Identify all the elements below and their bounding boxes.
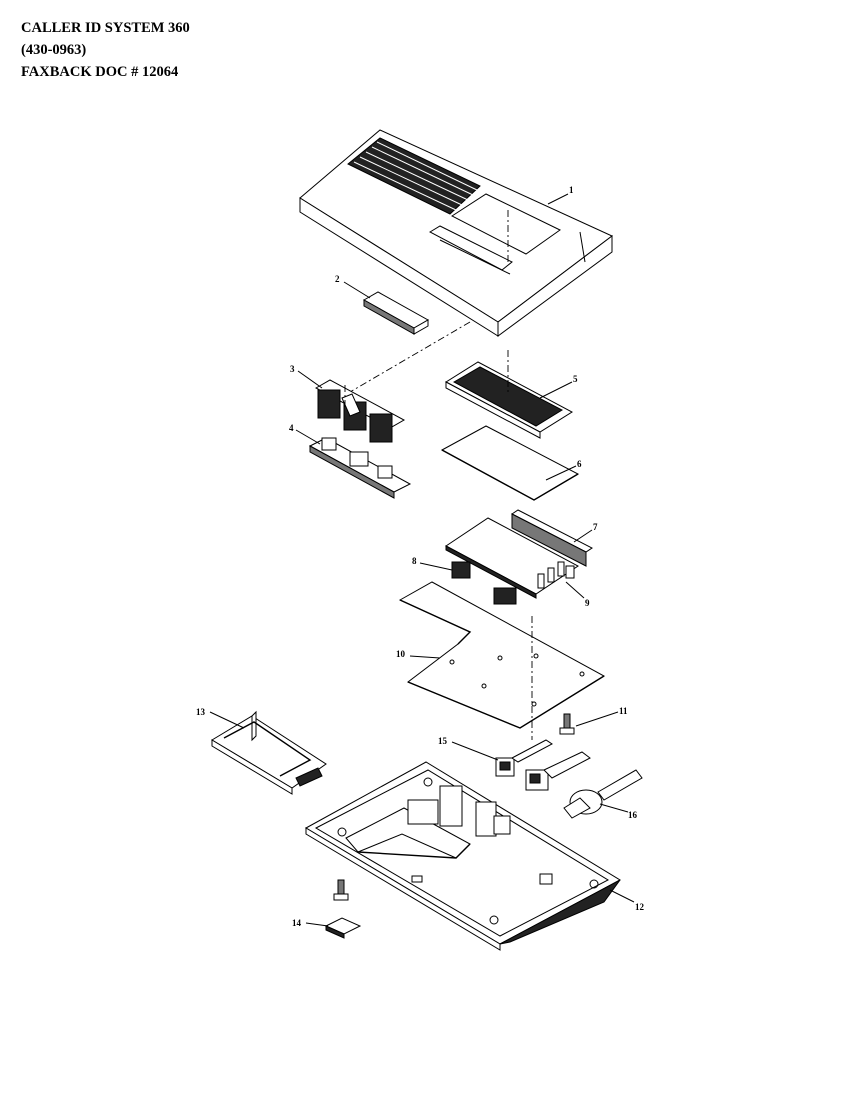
- part-2-bar: [362, 291, 430, 335]
- part-3-switch-assembly: [314, 379, 406, 443]
- part-12-base: [304, 761, 622, 951]
- leader-lines: [209, 193, 635, 927]
- part-label: 2: [335, 274, 340, 284]
- part-4-switch-base: [308, 437, 412, 499]
- part-label: 8: [412, 556, 417, 566]
- document-header: CALLER ID SYSTEM 360 (430-0963) FAXBACK …: [21, 17, 190, 83]
- part-label: 9: [585, 598, 590, 608]
- part-label: 16: [628, 810, 638, 820]
- part-16-cable: [525, 751, 643, 819]
- faxback-doc-line: FAXBACK DOC # 12064: [21, 64, 179, 80]
- part-label: 13: [196, 707, 206, 717]
- part-7-strip: [511, 509, 593, 567]
- part-label: 11: [619, 706, 628, 716]
- part-label: 5: [573, 374, 578, 384]
- part-10-pcb: [398, 581, 605, 740]
- part-label: 1: [569, 185, 574, 195]
- part-13-bracket: [211, 710, 327, 795]
- part-number-line: (430-0963): [21, 42, 87, 58]
- part-8-9-board-assembly: [445, 517, 579, 605]
- part-15-connector: [495, 739, 553, 777]
- part-14-screw-foot: [324, 879, 362, 939]
- part-labels: 1 2 3 4 5 6 7 8 9 10 11 12 13 14 15 16: [196, 185, 645, 928]
- part-label: 12: [635, 902, 645, 912]
- title-line: CALLER ID SYSTEM 360: [21, 20, 190, 36]
- part-label: 3: [290, 364, 295, 374]
- part-label: 10: [396, 649, 406, 659]
- part-label: 14: [292, 918, 302, 928]
- part-label: 7: [593, 522, 598, 532]
- part-5-lcd: [445, 350, 573, 439]
- part-11-screw: [559, 713, 575, 735]
- part-1-top-cover: [299, 129, 613, 337]
- part-6-plate: [440, 425, 580, 501]
- part-label: 4: [289, 423, 294, 433]
- part-label: 15: [438, 736, 448, 746]
- part-label: 6: [577, 459, 582, 469]
